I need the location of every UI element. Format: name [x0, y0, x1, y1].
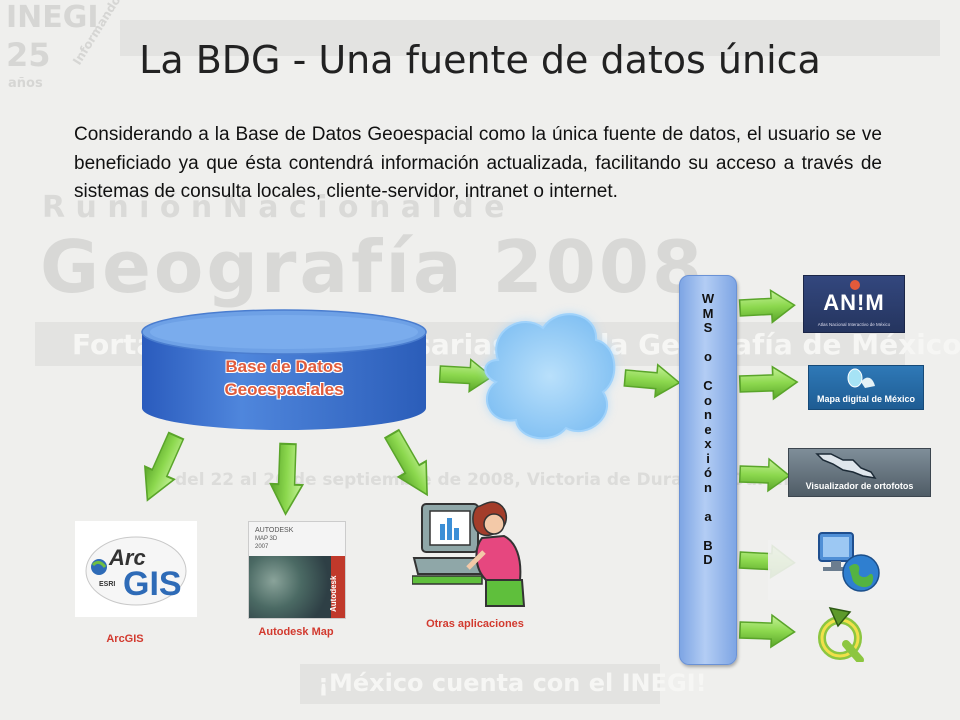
background-date-line: del 22 al 26 de septiembre de 2008, Vict…	[175, 470, 813, 490]
service-bar-letter	[680, 365, 736, 380]
anim-logo: AN!M Atlas Nacional Interactivo de Méxic…	[803, 275, 905, 333]
mapa-digital-title: Mapa digital de México	[816, 394, 916, 404]
anim-logo-title: AN!M	[823, 290, 885, 315]
computer-globe-icon	[818, 532, 880, 592]
arrow-db-to-autodesk	[268, 442, 306, 516]
background-footer-line: ¡México cuenta con el INEGI!	[318, 669, 707, 697]
service-bar-letter: B	[703, 537, 713, 553]
service-bar-letter: n	[704, 407, 712, 422]
arrow-db-to-arcgis	[131, 428, 192, 508]
service-bar-letter: x	[704, 436, 712, 451]
arrow-service-to-qgis	[738, 613, 796, 649]
otras-aplicaciones-label: Otras aplicaciones	[426, 618, 524, 630]
cloud-icon	[484, 313, 616, 440]
autodesk-map-box: AUTODESK MAP 3D 2007 Autodesk	[248, 521, 346, 619]
autodesk-box-line2: MAP 3D	[255, 536, 278, 542]
arcgis-logo-gis: GIS	[123, 565, 182, 603]
database-label-line2: Geoespaciales	[224, 380, 344, 399]
mapa-digital-logo: Mapa digital de México	[808, 365, 924, 410]
service-bar-letter: n	[704, 479, 712, 495]
service-bar-letter: a	[704, 508, 712, 524]
ortofotos-logo: Visualizador de ortofotos	[788, 448, 931, 497]
arrow-service-to-anim	[738, 288, 797, 325]
autodesk-map-label: Autodesk Map	[258, 626, 334, 638]
intro-paragraph: Considerando a la Base de Datos Geoespac…	[74, 124, 882, 202]
anim-figure-icon	[850, 280, 860, 290]
database-label-line1: Base de Datos	[225, 357, 343, 376]
arrow-service-to-ortofotos	[738, 457, 791, 493]
service-bar-letter: W	[701, 291, 715, 306]
background-corner-years-label: años	[8, 76, 43, 91]
background-heading-line1: R u n i ó n N a c i o n a l d e	[42, 190, 505, 225]
service-bar-letter: o	[704, 349, 712, 364]
background-bottom-band	[300, 664, 660, 704]
person-computer-icon	[412, 501, 526, 607]
service-bar-letter	[680, 524, 736, 539]
service-bar-letter: o	[704, 392, 712, 408]
service-bar-letter: D	[703, 552, 713, 567]
autodesk-box-line3: 2007	[255, 544, 269, 550]
qgis-icon	[818, 606, 864, 662]
service-bar-letter: e	[704, 421, 712, 437]
mexico-map-icon	[815, 453, 877, 480]
service-bar-letter: S	[703, 320, 713, 335]
autodesk-box-line1: AUTODESK	[255, 527, 294, 534]
database-cylinder	[141, 309, 427, 430]
arrow-cloud-to-service	[622, 361, 682, 400]
service-bar-letter	[680, 495, 736, 510]
arcgis-logo: Arc ESRI GIS	[75, 521, 197, 617]
service-bar-letter	[680, 336, 736, 351]
background-top-band	[120, 20, 940, 56]
background-heading-line2: Geografía 2008	[40, 225, 706, 309]
autodesk-side-text: Autodesk	[329, 575, 338, 612]
autodesk-satellite-image	[249, 556, 331, 618]
mouse-map-icon	[847, 368, 875, 388]
service-bar-letter: ó	[704, 465, 712, 480]
arrow-db-to-otras	[377, 425, 442, 504]
background-corner-years: 25	[6, 36, 51, 74]
service-bar-letter: i	[706, 450, 710, 466]
arcgis-label: ArcGIS	[106, 633, 144, 645]
arcgis-logo-esri: ESRI	[99, 581, 116, 588]
slide-title: La BDG - Una fuente de datos única	[139, 38, 821, 82]
anim-logo-subtitle: Atlas Nacional Interactivo de México	[817, 322, 891, 327]
arcgis-logo-arc: Arc	[109, 545, 146, 570]
service-bar-letter: C	[703, 378, 713, 393]
background-corner-logo: INEGI	[6, 0, 99, 35]
autodesk-side-strip	[331, 556, 345, 618]
ortofotos-title: Visualizador de ortofotos	[805, 481, 914, 491]
service-bar-letter: M	[702, 305, 714, 321]
arrow-service-to-mapa	[738, 365, 799, 401]
